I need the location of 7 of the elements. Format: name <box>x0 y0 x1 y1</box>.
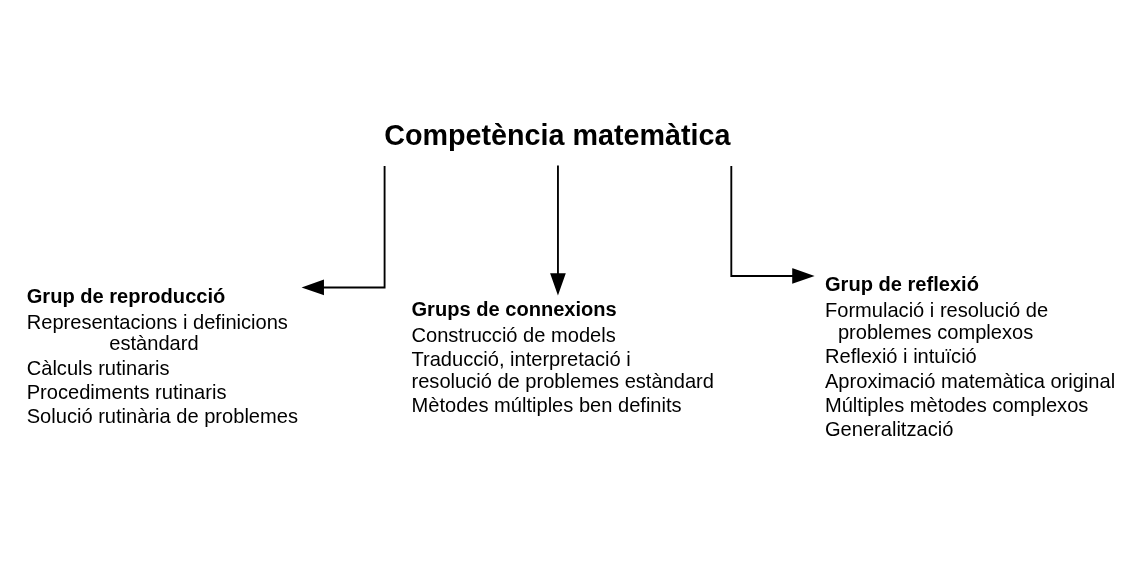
arrow <box>730 164 815 284</box>
node-text: Grup de reflexió Formulació i resolució de problemes complexos Reflexió i intuïció Aproximació matemàtica original Múltiples mètodes complexos Generalització <box>824 272 1116 440</box>
node-text: Competència matemàtica <box>384 118 731 151</box>
node-text: Grup de reproducció Representacions i definicions estàndard Càlculs rutinaris Procediments rutinaris Solució rutinària de problemes <box>26 284 298 427</box>
arrow <box>301 164 386 295</box>
node-text: Grups de connexions Construcció de models Traducció, interpretació i resolució de problemes estàndard Mètodes múltiples ben definits <box>411 297 714 416</box>
arrow <box>550 164 566 296</box>
